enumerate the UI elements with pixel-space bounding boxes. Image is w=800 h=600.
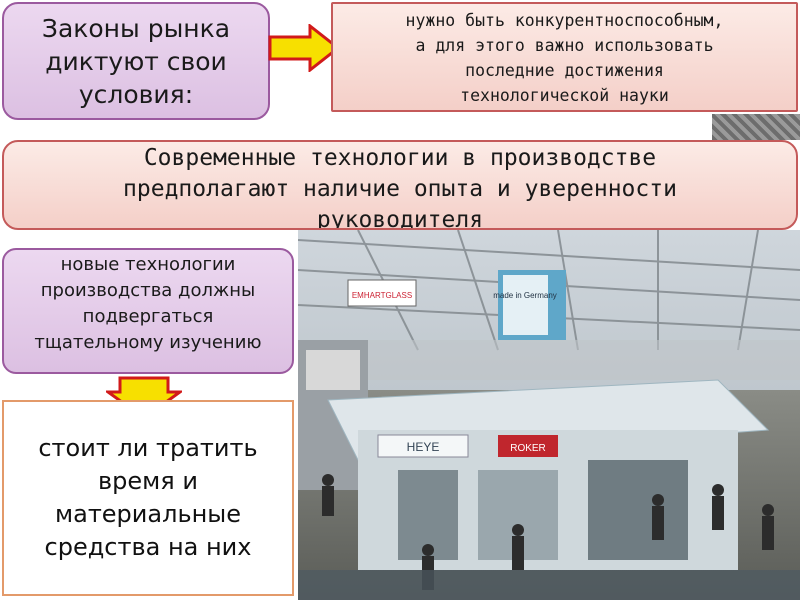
competitive-line: последние достижения bbox=[465, 61, 664, 80]
competitive-line: а для этого важно использовать bbox=[415, 36, 714, 55]
worth-spending-box: стоит ли тратить время и материальные ср… bbox=[2, 400, 294, 596]
new-technologies-text: новые технологии производства должны под… bbox=[34, 254, 262, 353]
sign-emhart: EMHARTGLASS bbox=[352, 291, 412, 300]
modern-technologies-box: Современные технологии в производстве пр… bbox=[2, 140, 798, 230]
new-technologies-box: новые технологии производства должны под… bbox=[2, 248, 294, 374]
exhibition-hall-photo: EMHARTGLASS made in Germany HEYE ROKER bbox=[298, 230, 800, 600]
sign-made-in-germany: made in Germany bbox=[493, 291, 557, 300]
modern-line: руководителя bbox=[316, 207, 484, 230]
modern-line: предполагают наличие опыта и уверенности bbox=[123, 176, 677, 202]
decorative-pattern-strip bbox=[712, 114, 800, 140]
competitive-box: нужно быть конкурентноспособным, а для э… bbox=[331, 2, 798, 112]
worth-spending-text: стоит ли тратить время и материальные ср… bbox=[38, 434, 258, 561]
arrow-right-icon bbox=[268, 24, 340, 72]
modern-line: Современные технологии в производстве bbox=[143, 145, 657, 171]
market-laws-text: Законы рынка диктуют свои условия: bbox=[41, 13, 231, 109]
market-laws-box: Законы рынка диктуют свои условия: bbox=[2, 2, 270, 120]
sign-heye: HEYE bbox=[407, 440, 440, 454]
competitive-line: нужно быть конкурентноспособным, bbox=[405, 11, 724, 30]
competitive-line: технологической науки bbox=[460, 86, 669, 105]
sign-roker: ROKER bbox=[510, 443, 546, 454]
